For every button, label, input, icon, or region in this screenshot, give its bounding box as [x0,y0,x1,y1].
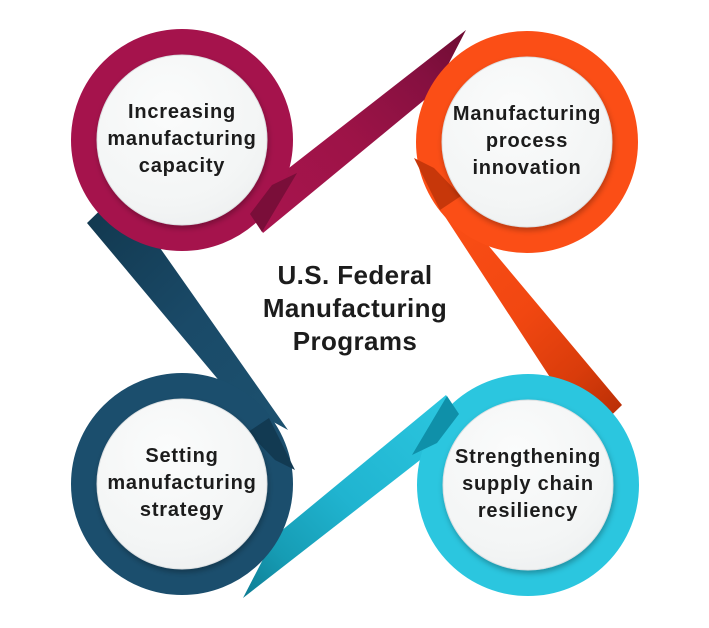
diagram-title: U.S. Federal Manufacturing Programs [263,260,447,356]
tl-label-line2: manufacturing [107,128,256,150]
orange-ribbon-strap [440,209,622,437]
diagram-title-line3: Programs [293,326,418,356]
cyan-ribbon-fold [412,396,459,455]
node-increasing-manufacturing-capacity: Increasing manufacturing capacity [71,29,297,251]
orange-ring [416,31,638,253]
navy-ribbon-strap [87,191,288,430]
crimson-ribbon-fold [250,173,297,232]
br-label-line2: supply chain [462,473,594,495]
bl-label-line1: Setting [145,445,218,467]
navy-ring [71,373,293,595]
orange-ribbon-fold [414,158,461,210]
node-setting-manufacturing-strategy: Setting manufacturing strategy [71,373,295,595]
bl-label-line3: strategy [140,499,224,521]
tr-label-line3: innovation [472,157,581,179]
br-label-line3: resiliency [478,500,578,522]
tl-label-line3: capacity [139,155,226,177]
tr-inner-circle [441,56,613,228]
br-inner-circle [442,399,614,571]
tr-label-line1: Manufacturing [453,103,601,125]
diagram-title-line2: Manufacturing [263,293,447,323]
node-strengthening-supply-chain-resiliency: Strengthening supply chain resiliency [412,374,639,596]
tr-label-line2: process [486,130,568,152]
cyan-ring [417,374,639,596]
bl-label-line2: manufacturing [107,472,256,494]
diagram-title-line1: U.S. Federal [277,260,432,290]
bl-inner-circle [96,398,268,570]
node-manufacturing-process-innovation: Manufacturing process innovation [414,31,638,253]
crimson-ring [71,29,293,251]
cyan-ribbon-strap [243,395,465,598]
br-label-line1: Strengthening [455,446,601,468]
navy-ribbon-fold [248,418,295,470]
tl-label-line1: Increasing [128,101,236,123]
crimson-ribbon-strap [244,30,466,233]
tl-inner-circle [96,54,268,226]
